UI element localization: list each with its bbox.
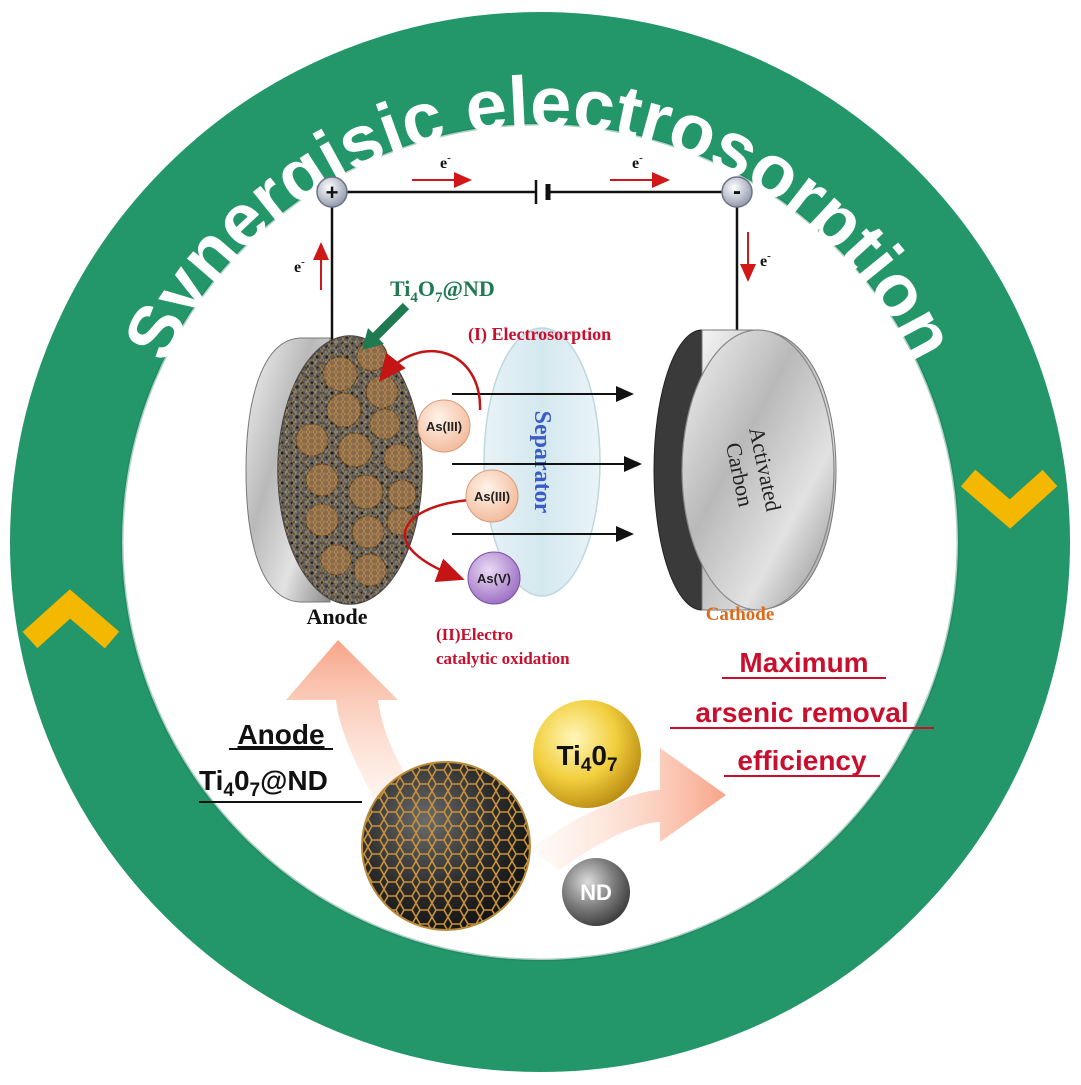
chevron-left-icon	[22, 589, 120, 649]
species-as5: As(V)	[467, 551, 521, 605]
fullerene-particle	[361, 761, 531, 931]
ion-flow-arrows	[452, 386, 642, 542]
electron-flow-top-left: e-	[412, 152, 472, 188]
svg-text:Maximum: Maximum	[739, 647, 868, 678]
cathode-label: Cathode	[706, 604, 775, 625]
svg-text:-: -	[733, 178, 741, 205]
svg-text:efficiency: efficiency	[737, 745, 867, 776]
species-as3-top: As(III)	[417, 399, 471, 453]
svg-text:As(V): As(V)	[477, 571, 511, 586]
separator-label: Separator	[529, 411, 555, 514]
anode-label: Anode	[306, 604, 367, 629]
electron-flow-left: e-	[294, 242, 329, 290]
svg-text:Ti4O7@ND: Ti4O7@ND	[390, 276, 495, 306]
step-oxidation-label-2: catalytic oxidation	[436, 649, 570, 668]
svg-text:e-: e-	[294, 256, 305, 276]
electrosorption-arrow	[378, 350, 482, 411]
svg-text:ND: ND	[580, 880, 612, 905]
anode-material-pointer: Ti4O7@ND	[362, 276, 495, 350]
electron-flow-top-right: e-	[610, 152, 670, 188]
circuit-wires	[330, 190, 739, 340]
svg-text:Anode: Anode	[237, 719, 324, 750]
electron-flow-right: e-	[740, 232, 771, 282]
anode-electrode	[245, 335, 423, 605]
nd-sphere: ND	[562, 858, 630, 926]
svg-text:e-: e-	[440, 152, 451, 172]
bottom-anode-title: Anode	[229, 719, 333, 750]
svg-text:As(III): As(III)	[474, 489, 510, 504]
svg-text:Ti407@ND: Ti407@ND	[199, 765, 328, 801]
negative-terminal: -	[721, 176, 753, 208]
chevron-right-icon	[960, 469, 1058, 529]
result-text: Maximum arsenic removal efficiency	[670, 647, 934, 777]
oxidation-arrow	[403, 498, 471, 583]
bottom-anode-material: Ti407@ND	[199, 765, 362, 803]
svg-text:As(III): As(III)	[426, 419, 462, 434]
species-as3-bottom: As(III)	[465, 469, 519, 523]
svg-text:e-: e-	[632, 152, 643, 172]
battery-icon	[534, 180, 551, 204]
step-electrosorption-label: (I) Electrosorption	[468, 324, 611, 345]
step-oxidation-label-1: (II)Electro	[436, 625, 513, 644]
positive-terminal: +	[316, 176, 348, 208]
cathode-electrode: Activated Carbon	[653, 329, 837, 611]
svg-text:e-: e-	[760, 250, 771, 270]
ti4o7-sphere: Ti407	[533, 700, 641, 808]
svg-text:arsenic removal: arsenic removal	[695, 697, 908, 728]
svg-text:+: +	[326, 180, 339, 205]
svg-text:Ti407: Ti407	[556, 740, 617, 776]
outer-ring	[10, 12, 1070, 1072]
arrow-to-result	[530, 748, 726, 870]
